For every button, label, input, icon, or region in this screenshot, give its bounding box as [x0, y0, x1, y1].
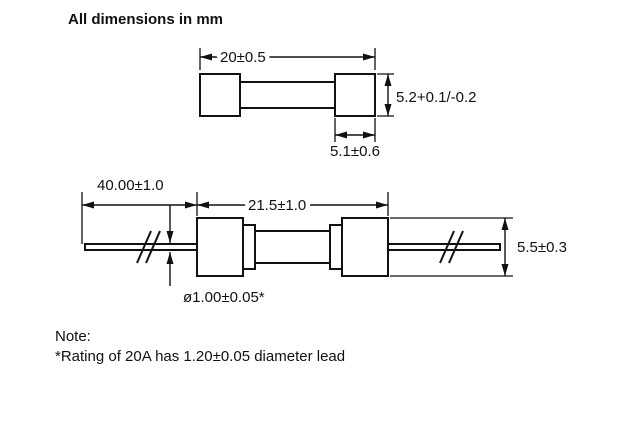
side-view: 40.00±1.0 21.5±1.0 ø1.00±0.05* 5.5±0.3	[81, 177, 567, 306]
right-lead-break-mark	[439, 230, 455, 264]
cap-diameter-label: 5.2+0.1/-0.2	[396, 89, 476, 106]
lead-length-label: 40.00±1.0	[97, 177, 164, 194]
side-view-right-end-cap	[341, 217, 389, 277]
right-lead-break-mark	[448, 230, 464, 264]
top-view-body-tube	[239, 81, 336, 109]
top-view-left-end-cap	[199, 73, 241, 117]
cap-length-label: 5.1±0.6	[330, 143, 380, 160]
right-lead	[385, 243, 501, 251]
side-view-body-tube	[254, 230, 331, 264]
note-text: *Rating of 20A has 1.20±0.05 diameter le…	[55, 348, 345, 365]
top-view: 20±0.5 5.2+0.1/-0.2 5.1±0.6	[199, 45, 476, 160]
left-lead-break-mark	[136, 230, 152, 264]
body-diameter-label: 5.5±0.3	[517, 239, 567, 256]
diagram-title: All dimensions in mm	[68, 11, 223, 28]
top-view-right-end-cap	[334, 73, 376, 117]
lead-diameter-label: ø1.00±0.05*	[183, 289, 265, 306]
note-block: Note: *Rating of 20A has 1.20±0.05 diame…	[55, 328, 345, 365]
body-length-label: 21.5±1.0	[248, 197, 306, 214]
left-lead-break-mark	[145, 230, 161, 264]
note-label: Note:	[55, 328, 91, 345]
overall-length-label: 20±0.5	[220, 49, 266, 66]
side-view-right-collar	[329, 224, 343, 270]
side-view-left-end-cap	[196, 217, 244, 277]
side-view-left-collar	[242, 224, 256, 270]
